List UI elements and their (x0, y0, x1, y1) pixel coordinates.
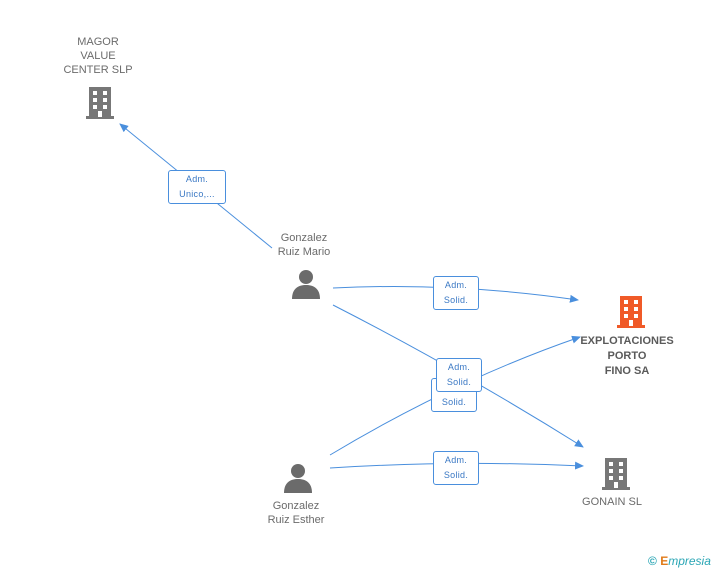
node-label-magor: MAGOR VALUE CENTER SLP (63, 36, 133, 76)
node-label-porto: EXPLOTACIONES PORTO FINO SA (580, 335, 674, 377)
building-icon[interactable] (616, 294, 646, 328)
empresia-logo-initial: E (660, 554, 669, 568)
edge-label-mario-porto[interactable]: Adm. Solid. (433, 276, 479, 310)
edge-label-esther-gonain[interactable]: Adm. Solid. (433, 451, 479, 485)
building-icon[interactable] (85, 85, 115, 119)
edge-label-mario-gonain[interactable]: Adm. Solid. (436, 358, 482, 392)
person-icon[interactable] (290, 268, 322, 300)
node-label-esther: Gonzalez Ruiz Esther (267, 500, 325, 526)
node-label-gonain: GONAIN SL (582, 496, 642, 508)
empresia-credit: © Empresia (648, 554, 711, 568)
building-icon[interactable] (601, 456, 631, 490)
person-icon[interactable] (282, 462, 314, 494)
node-label-mario: Gonzalez Ruiz Mario (277, 232, 331, 258)
edge-label-mario-magor[interactable]: Adm. Unico,... (168, 170, 226, 204)
copyright-symbol: © (648, 554, 657, 568)
empresia-logo-text: mpresia (668, 554, 711, 568)
